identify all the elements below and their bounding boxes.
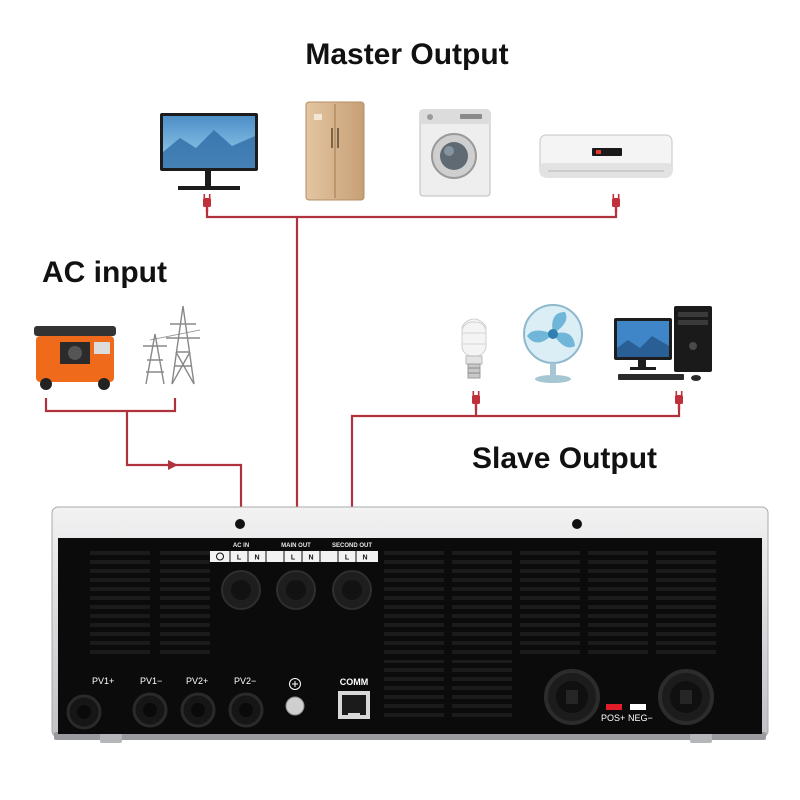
second-out-cable-gland: [332, 570, 372, 610]
air-conditioner-icon: [539, 134, 673, 178]
pv1-minus-label: PV1−: [140, 676, 162, 686]
ac-source-bus-wire: [44, 398, 177, 413]
ac-in-cable-gland: [221, 570, 261, 610]
monitor-icon: [160, 113, 258, 190]
light-bulb-plug-icon: [472, 391, 480, 409]
pv1-minus-connector: [132, 692, 168, 728]
desktop-computer-icon: [614, 306, 712, 381]
generator-icon: [34, 326, 116, 390]
slave-output-bus-wire: [474, 407, 681, 418]
battery-negative-terminal: [658, 669, 714, 725]
monitor-plug-icon: [203, 194, 211, 212]
second-out-terminal-n: N: [362, 555, 367, 562]
pv1-plus-label: PV1+: [92, 676, 114, 686]
comm-port: [338, 691, 370, 719]
main-out-terminal-l: L: [291, 555, 296, 562]
ground-terminal-icon: [216, 552, 224, 561]
second-out-label: SECOND OUT: [332, 543, 372, 549]
pv2-minus-label: PV2−: [234, 676, 256, 686]
pos-color-tag: [606, 704, 622, 710]
pv2-minus-connector: [228, 692, 264, 728]
second-out-terminal-l: L: [345, 555, 350, 562]
power-tower-icon: [143, 305, 201, 385]
neg-label: NEG−: [628, 713, 653, 723]
light-bulb-icon: [461, 318, 487, 379]
electric-fan-icon: [523, 304, 583, 383]
ac-in-terminal-l: L: [237, 555, 242, 562]
master-output-heading: Master Output: [305, 38, 508, 71]
comm-label: COMM: [340, 677, 369, 687]
ac-in-label: AC IN: [233, 543, 249, 549]
ac-input-heading: AC input: [42, 256, 167, 289]
neg-color-tag: [630, 704, 646, 710]
main-out-label: MAIN OUT: [281, 543, 311, 549]
pv1-plus-connector: [66, 694, 102, 730]
slave-output-heading: Slave Output: [472, 442, 657, 475]
computer-plug-icon: [675, 391, 683, 409]
battery-positive-terminal: [544, 669, 600, 725]
main-out-cable-gland: [276, 570, 316, 610]
ac-input-arrow-icon: [168, 460, 178, 470]
pos-label: POS+: [601, 713, 625, 723]
air-conditioner-plug-icon: [612, 194, 620, 212]
ground-knob: [285, 696, 305, 716]
pv2-plus-label: PV2+: [186, 676, 208, 686]
master-output-bus-wire: [205, 210, 618, 219]
ac-in-terminal-n: N: [254, 555, 259, 562]
ground-symbol-icon: [289, 678, 301, 690]
inverter-unit: AC IN MAIN OUT SECOND OUT L N L N L N: [51, 506, 769, 743]
pv2-plus-connector: [180, 692, 216, 728]
washing-machine-icon: [419, 109, 491, 197]
refrigerator-icon: [305, 101, 365, 201]
main-out-terminal-n: N: [308, 555, 313, 562]
